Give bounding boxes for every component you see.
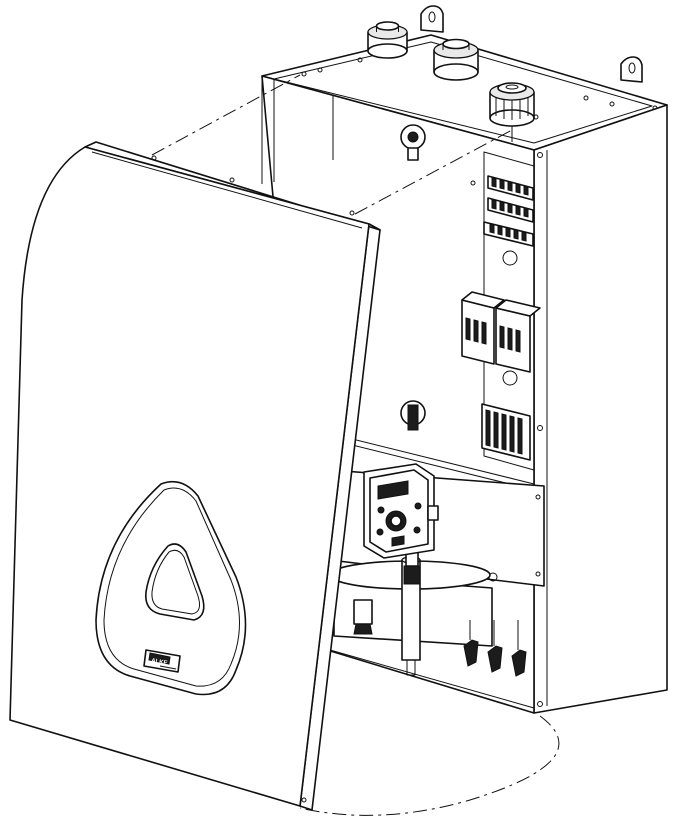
terminal-block-row-1	[487, 175, 534, 201]
front-cover	[9, 141, 381, 811]
pipe-connection-middle	[433, 38, 479, 81]
control-display-unit	[363, 463, 439, 559]
cover-window	[95, 480, 247, 696]
svg-text:ALKE: ALKE	[151, 658, 168, 667]
pipe-connection-left	[367, 21, 408, 59]
cable-gland	[489, 82, 535, 142]
hanging-bracket-right	[620, 56, 643, 83]
valve-left	[353, 599, 373, 635]
element-connectors	[463, 620, 527, 677]
reset-button	[400, 400, 426, 431]
thermostat-knob-upper	[400, 124, 426, 161]
contactor-left	[461, 291, 505, 365]
terminal-block-row-2	[487, 197, 534, 223]
cabinet-right-side	[533, 104, 668, 714]
fuse-block	[481, 403, 531, 461]
terminal-block-row-3	[483, 221, 534, 247]
assembly-lines	[151, 74, 560, 816]
brand-logo: ALKE	[143, 649, 181, 673]
hanging-bracket-left	[420, 5, 444, 33]
contactor-right	[495, 299, 541, 373]
